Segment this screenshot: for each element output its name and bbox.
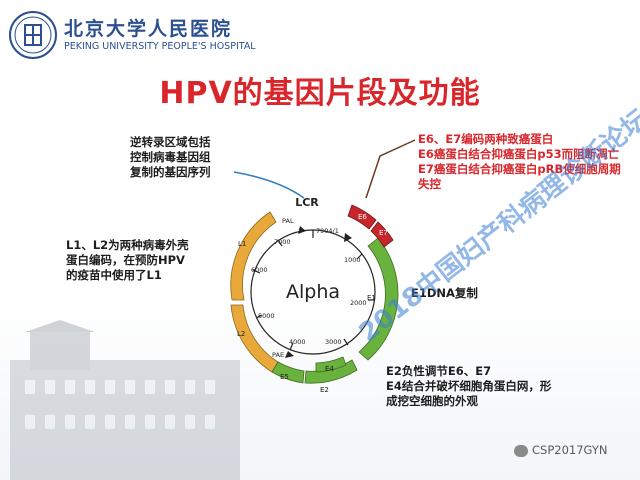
lcr-connector [233,171,305,199]
note-e2-e4: E2负性调节E6、E7 E4结合并破坏细胞角蛋白网，形 成挖空细胞的外观 [386,364,552,408]
gene-segment-e6 [347,204,377,230]
hospital-name-en: PEKING UNIVERSITY PEOPLE'S HOSPITAL [64,41,256,52]
wechat-icon [514,444,528,457]
slide-title: HPV的基因片段及功能 [159,76,481,111]
gene-segment-e4 [315,356,347,373]
note-e1: E1DNA复制 [411,286,478,300]
tick-label-4000: 4000 [289,338,306,346]
note-l1-l2: L1、L2为两种病毒外壳 蛋白编码，在预防HPV 的疫苗中使用了L1 [66,238,189,282]
lcr-arrow [344,233,352,242]
lcr-label: LCR [295,196,319,209]
promoter-label-pae: PAE [272,351,284,359]
gene-label-e2: E2 [320,386,329,394]
hospital-building-background [10,320,240,480]
tick-label-3000: 3000 [325,338,342,346]
gene-label-e4: E4 [325,365,334,373]
wechat-source: CSP2017GYN [514,443,608,457]
gene-label-e1: E1 [367,294,376,302]
gene-segment-l1 [230,211,277,301]
gene-label-e6: E6 [358,213,367,221]
tick-label-1000: 1000 [344,256,361,264]
tick-label-7904: 7904/1 [316,227,339,235]
e6e7-connector [365,139,416,199]
wechat-account: CSP2017GYN [532,443,608,457]
gene-label-e5: E5 [280,373,289,381]
tick-label-5000: 5000 [258,312,275,320]
gene-segment-e1 [358,237,399,361]
tick-label-2000: 2000 [350,299,367,307]
note-e6-e7: E6、E7编码两种致癌蛋白 E6癌蛋白结合抑癌蛋白p53而阻断凋亡 E7癌蛋白结… [418,132,621,191]
tick-label-7000: 7000 [274,238,291,246]
note-lcr: 逆转录区域包括 控制病毒基因组 复制的基因序列 [130,135,211,179]
gene-segment-e5 [271,361,305,384]
promoter-label-pal: PAL [282,217,294,225]
gene-label-l2: L2 [237,330,245,338]
genome-ticks [252,230,375,351]
promoter-arrow-pal [298,226,306,234]
tick-label-6000: 6000 [251,266,268,274]
hospital-logo-icon [9,11,57,59]
genome-center-label: Alpha [286,281,340,303]
promoter-arrow-pae [285,351,294,358]
gene-segment-e7 [370,221,394,248]
gene-label-l1: L1 [238,240,246,248]
hospital-name-cn: 北京大学人民医院 [64,18,233,40]
gene-label-e7: E7 [379,229,388,237]
